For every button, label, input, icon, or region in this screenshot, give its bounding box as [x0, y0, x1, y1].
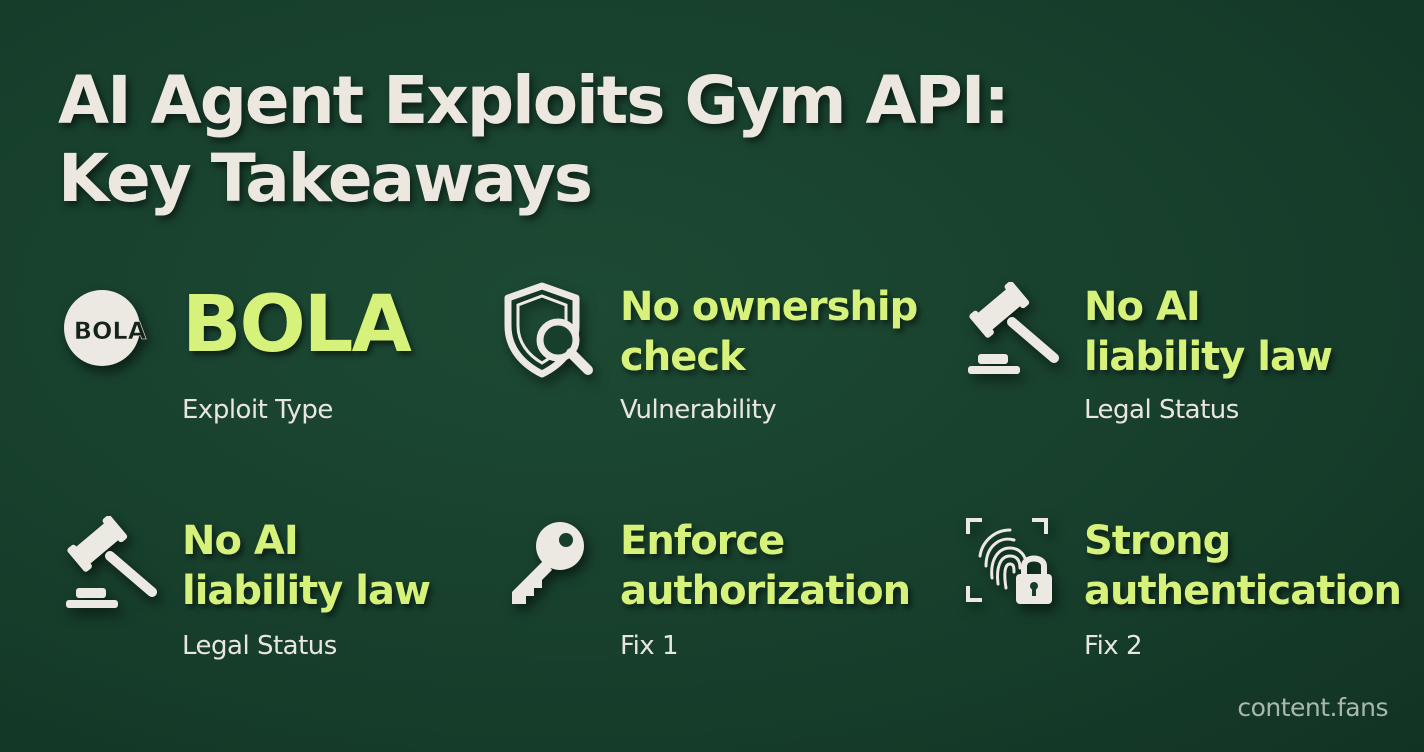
- fingerprint-lock-icon: [966, 518, 1052, 604]
- title-line-1: AI Agent Exploits Gym API:: [58, 62, 1010, 139]
- page-title: AI Agent Exploits Gym API: Key Takeaways: [58, 62, 1258, 218]
- takeaway-value: Strong authentication: [1084, 518, 1402, 614]
- takeaway-value: Enforce authorization: [620, 518, 911, 614]
- takeaway-card-legal-status: No AI liability law Legal Status: [62, 516, 502, 696]
- shield-search-icon: [504, 282, 593, 378]
- takeaway-card-fix-2: Strong authentication Fix 2: [964, 516, 1404, 696]
- takeaway-value: No AI liability law: [1084, 284, 1333, 380]
- takeaway-value: BOLA: [182, 280, 412, 370]
- takeaway-card-fix-1: Enforce authorization Fix 1: [500, 516, 940, 696]
- takeaway-value: No ownership check: [620, 284, 918, 380]
- takeaway-label: Exploit Type: [182, 395, 333, 425]
- takeaway-label: Legal Status: [1084, 395, 1239, 425]
- takeaway-label: Legal Status: [182, 631, 337, 661]
- bola-badge-text: BOLA: [74, 317, 147, 345]
- takeaway-card-legal-status: No AI liability law Legal Status: [964, 282, 1404, 462]
- footer-brand: content.fans: [1237, 693, 1388, 722]
- gavel-icon: [968, 282, 1059, 374]
- bola-badge-icon: BOLA: [64, 290, 147, 366]
- takeaway-card-exploit-type: BOLA BOLA Exploit Type: [62, 280, 502, 468]
- gavel-icon: [66, 516, 157, 608]
- takeaway-value: No AI liability law: [182, 518, 431, 614]
- takeaway-label: Vulnerability: [620, 395, 777, 425]
- key-icon: [512, 522, 584, 604]
- takeaway-label: Fix 1: [620, 631, 678, 661]
- title-line-2: Key Takeaways: [58, 140, 593, 217]
- takeaway-card-vulnerability: No ownership check Vulnerability: [500, 282, 940, 462]
- takeaway-label: Fix 2: [1084, 631, 1142, 661]
